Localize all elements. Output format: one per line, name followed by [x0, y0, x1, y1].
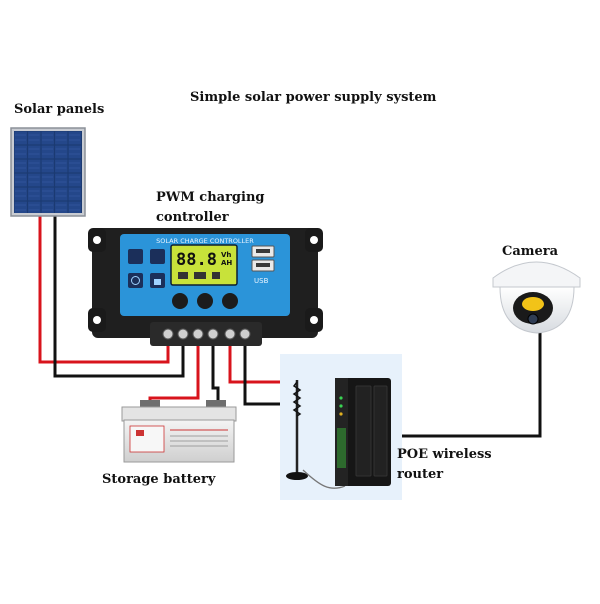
controller-header: SOLAR CHARGE CONTROLLER: [156, 237, 254, 245]
diagram-title: Simple solar power supply system: [190, 90, 437, 105]
terminal-screws: [162, 328, 251, 340]
wire-solar-negative: [53, 215, 185, 378]
antenna-coil: [292, 381, 302, 417]
wire-camera-ethernet: [398, 330, 542, 438]
mount-hole: [310, 316, 318, 324]
antenna-base: [286, 472, 308, 480]
lcd-battery-icon: [194, 272, 206, 279]
solar-panel: [10, 127, 86, 217]
status-led: [339, 412, 343, 416]
down-button: [222, 293, 238, 309]
camera-lens: [527, 313, 539, 325]
label-router-line1: POE wireless: [397, 447, 492, 462]
wire-router-negative: [243, 340, 285, 406]
label-pwm-controller-line2: controller: [156, 210, 229, 225]
status-led: [339, 396, 343, 400]
settings-icon: [150, 249, 165, 264]
camera-light: [522, 297, 544, 311]
label-router-line2: router: [397, 467, 444, 482]
lcd-readout: 88.8: [176, 250, 217, 270]
terminal-block: [150, 322, 262, 346]
camera: [492, 261, 581, 334]
mount-hole: [93, 316, 101, 324]
status-led: [339, 404, 343, 408]
mode-icon: [128, 249, 143, 264]
wires: [38, 215, 542, 438]
clock-icon: [128, 273, 143, 288]
storage-battery: [121, 400, 237, 463]
lcd-units-bottom: AH: [221, 259, 232, 267]
lcd-panel-icon: [178, 272, 188, 279]
antenna-cable: [302, 469, 346, 489]
lcd-units-top: Vh: [221, 251, 231, 259]
charge-controller: SOLAR CHARGE CONTROLLER 88.8 Vh AH USB: [88, 228, 323, 346]
usb-label: USB: [254, 277, 269, 285]
mount-hole: [93, 236, 101, 244]
label-pwm-controller-line1: PWM charging: [156, 190, 265, 205]
label-camera: Camera: [502, 244, 559, 259]
label-storage-battery: Storage battery: [102, 472, 216, 487]
menu-button: [172, 293, 188, 309]
mount-hole: [310, 236, 318, 244]
camera-mount: [492, 261, 581, 288]
up-button: [197, 293, 213, 309]
wire-battery-negative: [211, 340, 220, 404]
wire-solar-positive: [38, 215, 170, 364]
wire-battery-positive: [148, 340, 200, 404]
wire-router-positive: [228, 340, 285, 384]
router-terminal-strip: [337, 428, 346, 468]
label-solar-panels: Solar panels: [14, 102, 105, 117]
lcd-bulb-icon: [212, 272, 220, 279]
poe-router: [280, 354, 402, 500]
